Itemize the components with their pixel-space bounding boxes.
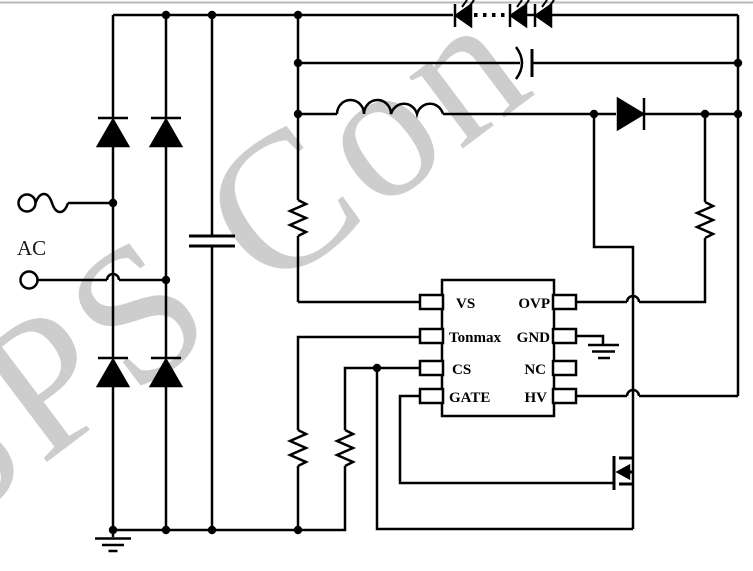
junction-dots	[108, 10, 743, 535]
ic-ground	[576, 334, 619, 360]
ground-icon	[588, 343, 619, 360]
ic-body	[440, 278, 556, 418]
vs-resistor-icon	[286, 198, 310, 238]
hv-branch	[576, 15, 740, 398]
pin-label-nc: NC	[524, 362, 546, 378]
led-1-icon	[453, 0, 475, 29]
pin-hv	[551, 387, 578, 405]
ac-terminal-bottom	[19, 270, 39, 290]
ground-icon	[95, 537, 131, 553]
pin-nc	[551, 359, 578, 377]
bridge-rectifier	[95, 15, 184, 530]
wiring	[17, 0, 743, 553]
pin-label-cs: CS	[452, 362, 471, 378]
pin-label-vs: VS	[456, 296, 475, 312]
tonmax-resistor-icon	[286, 428, 310, 468]
pin-tonmax	[418, 327, 445, 345]
gate-wire	[398, 394, 614, 485]
pin-ovp	[551, 293, 578, 311]
tonmax-branch	[286, 335, 420, 530]
series-capacitor-line	[298, 46, 738, 80]
cs-branch	[333, 366, 633, 531]
pin-label-gate: GATE	[449, 390, 490, 406]
led-2-icon	[508, 0, 530, 29]
freewheel-diode-icon	[616, 96, 646, 132]
drain-wire	[592, 114, 635, 458]
pin-label-tonmax: Tonmax	[449, 330, 501, 346]
wire-hop-icon	[625, 388, 641, 397]
series-capacitor-curved-plate	[514, 46, 524, 80]
led-3-icon	[533, 0, 555, 29]
pin-gate	[418, 387, 445, 405]
ovp-branch	[576, 114, 717, 304]
bridge-diode-top-right-icon	[148, 116, 184, 148]
ac-terminal-top	[17, 193, 37, 213]
bulk-capacitor	[189, 15, 235, 530]
pin-cs	[418, 359, 445, 377]
pin-label-gnd: GND	[517, 330, 551, 346]
cs-to-source-wire	[375, 368, 633, 531]
ic-chip	[418, 278, 578, 418]
wire-hop-icon	[105, 272, 121, 281]
mosfet-arrow	[615, 463, 631, 481]
inductor-icon	[335, 98, 445, 119]
pin-vs	[418, 293, 445, 311]
led-string	[453, 0, 555, 29]
pin-gnd	[551, 327, 578, 345]
mosfet-icon	[612, 456, 635, 529]
wire-hop-icon	[625, 294, 641, 303]
vs-branch	[286, 15, 420, 304]
fuse-icon	[34, 192, 70, 214]
ac-label: AC	[17, 236, 46, 260]
cs-resistor-icon	[333, 428, 357, 468]
pin-label-hv: HV	[525, 390, 548, 406]
inductor-diode-line	[298, 96, 738, 132]
ground-rail	[95, 466, 347, 553]
pin-label-ovp: OVP	[518, 296, 550, 312]
ac-source	[17, 192, 166, 290]
bridge-diode-top-left-icon	[95, 116, 131, 148]
ovp-resistor-icon	[693, 200, 717, 240]
